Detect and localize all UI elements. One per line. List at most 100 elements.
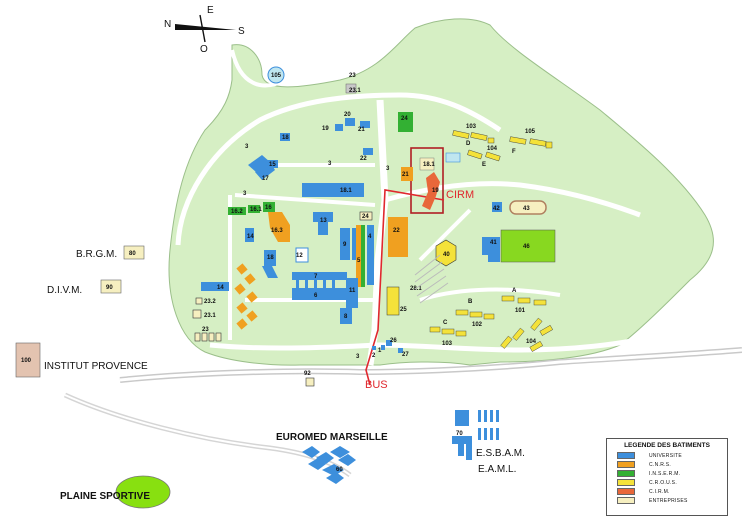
building-6[interactable] [292,288,347,300]
residence-d-label: D [466,141,471,147]
building-106[interactable] [467,149,501,162]
building-2[interactable] [372,346,376,350]
road-label-3c: 3 [243,191,247,197]
building-90-label: 90 [106,285,113,291]
building-28-3[interactable] [360,121,370,128]
building-31-label: 105 [271,73,282,79]
building-5[interactable] [356,225,365,287]
legend-label: C.N.R.S. [649,461,672,468]
building-104[interactable] [500,317,553,352]
building-103[interactable] [429,326,467,337]
building-13-label: 13 [320,218,327,224]
building-26[interactable] [280,133,290,141]
building-12[interactable] [295,247,309,263]
building-16-2[interactable] [228,207,246,215]
road-label-3a: 3 [245,144,249,150]
building-23[interactable] [194,332,222,342]
building-23-1-label: 23.1 [204,313,216,319]
building-27[interactable] [302,183,364,197]
building-70[interactable] [452,410,499,460]
building-16-3[interactable] [268,212,290,242]
building-28-1[interactable] [335,124,343,131]
building-42-label: 27 [402,352,409,358]
building-23-2[interactable] [195,297,203,305]
building-9[interactable] [340,228,350,260]
building-14[interactable] [201,282,229,291]
building-22-label: 24 [362,214,369,220]
building-107[interactable] [509,136,553,149]
building-92[interactable] [305,377,315,387]
building-92-label: 92 [304,371,311,377]
legend-label: UNIVERSITE [649,452,683,459]
building-24-label: 17 [262,176,269,182]
building-17[interactable] [266,160,278,168]
building-102-label: 102 [472,322,483,328]
building-15[interactable] [245,228,254,242]
building-4-label: 4 [368,234,372,240]
building-80[interactable] [123,245,145,260]
compass: N E S O [164,5,245,55]
building-50[interactable] [500,229,556,263]
building-11[interactable] [346,278,358,308]
plaine-sportive-field[interactable] [115,475,171,509]
building-41[interactable] [386,340,392,346]
building-47[interactable] [482,237,500,262]
building-28-2[interactable] [345,118,355,126]
building-40[interactable] [386,286,400,316]
building-21[interactable] [401,167,413,181]
building-46[interactable] [435,239,457,267]
building-60[interactable] [302,446,356,484]
legend-swatch [617,497,635,504]
building-31[interactable]: 105 [267,66,285,84]
building-28-4[interactable] [363,148,373,155]
building-16-3-label: 16.3 [271,228,283,234]
building-23-1[interactable] [192,309,202,319]
building-28-1-label: 19 [322,126,329,132]
building-46-label: 40 [443,252,450,258]
building-42[interactable] [398,348,403,353]
brgm-label: B.R.G.M. [76,249,117,260]
building-100[interactable] [15,342,41,378]
building-105[interactable] [452,130,495,144]
building-10[interactable] [352,228,357,260]
building-22[interactable] [359,211,373,221]
building-70-label: 70 [456,431,463,437]
building-28-3-label: 21 [358,127,365,133]
road-south [209,332,661,353]
building-26-label: 18 [282,135,289,141]
building-23-2-label: 23.2 [204,299,216,305]
road-label-3d: 3 [386,166,390,172]
building-101[interactable] [501,295,547,306]
legend-swatch [617,470,635,477]
building-48[interactable] [492,202,502,212]
building-35[interactable] [398,112,413,132]
building-18-cnrs[interactable] [234,263,258,330]
building-50-label: 46 [523,244,530,250]
building-16-1[interactable] [248,205,260,213]
building-49[interactable] [509,200,547,215]
building-7[interactable] [292,272,347,280]
building-4[interactable] [367,225,374,285]
building-102[interactable] [455,309,495,320]
building-16[interactable] [263,202,275,212]
building-1[interactable] [381,345,385,350]
building-90[interactable] [100,279,122,294]
building-80-label: 80 [129,251,136,257]
cirm-label: CIRM [446,189,474,201]
building-29-label: 23 [349,73,356,79]
building-30[interactable] [345,83,357,94]
road-inner-4 [419,287,561,302]
building-19[interactable] [422,172,440,210]
building-104-label: 104 [526,339,537,345]
building-13[interactable] [313,212,333,235]
building-28-2-label: 20 [344,112,351,118]
plaine-sportive-label: PLAINE SPORTIVE [60,491,150,502]
building-25[interactable] [388,217,408,257]
residence-a-label: A [512,288,517,294]
building-8[interactable] [340,308,352,324]
building-18-1[interactable] [419,157,435,171]
building-9-label: 9 [343,242,347,248]
compass-o: O [200,44,208,55]
building-20[interactable] [264,250,276,266]
